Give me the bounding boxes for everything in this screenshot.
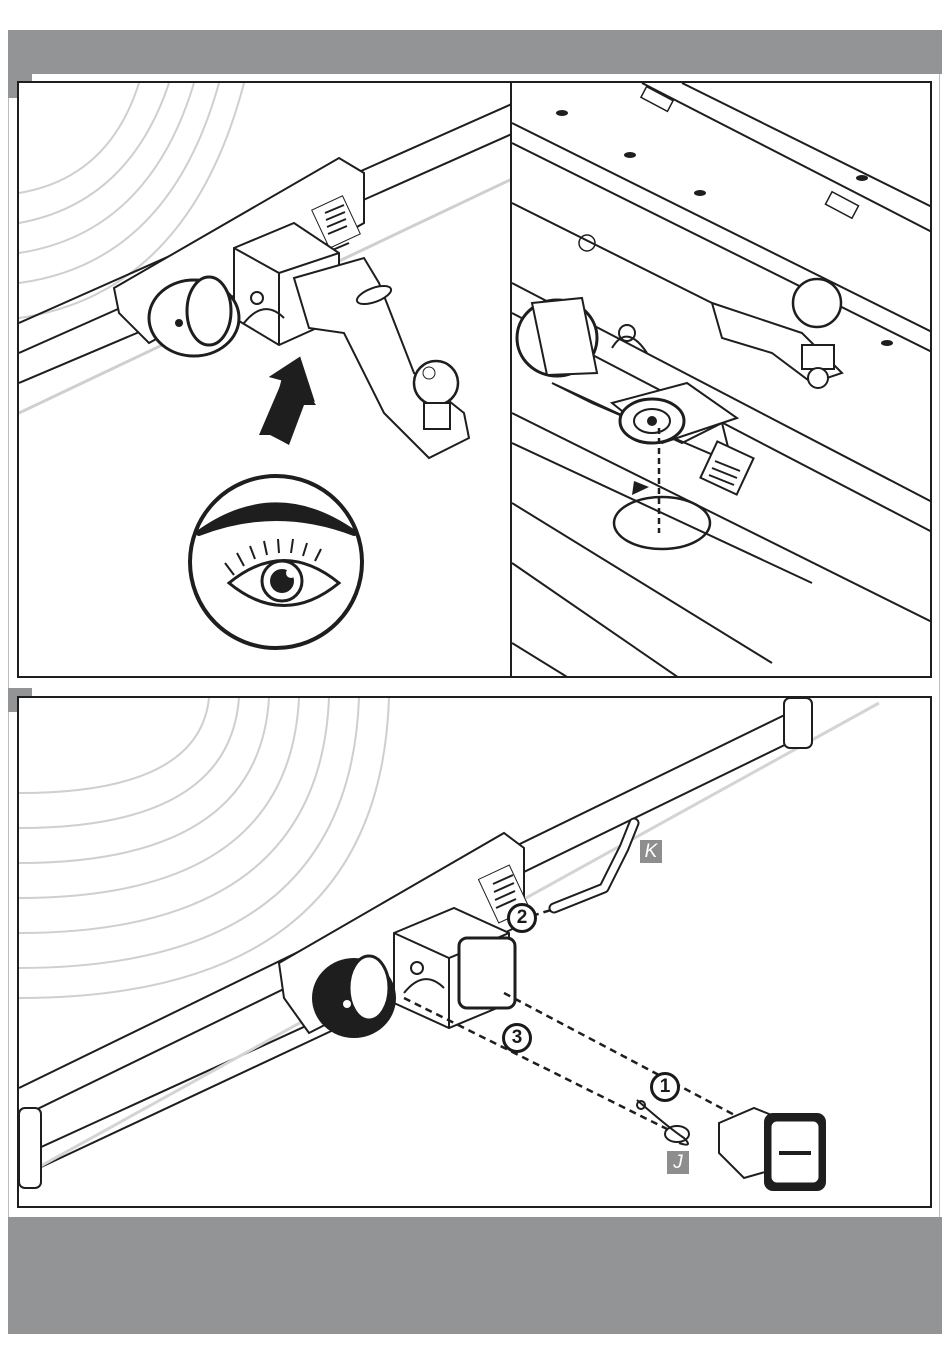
towbar-mount-illustration [19, 83, 512, 678]
beam-end-cap [784, 698, 812, 748]
part-label-k: K [640, 840, 662, 863]
left-beam-cap [19, 1108, 41, 1188]
cover-removal-illustration [19, 698, 932, 1208]
step-2-panel: 2 3 1 K J [17, 696, 932, 1208]
lock-pin-underside [612, 325, 647, 353]
towball-underside [712, 279, 842, 388]
vehicle-floor-structure [512, 83, 932, 678]
receiver-cover-installed [459, 938, 515, 1008]
inspect-eye-icon [190, 476, 362, 648]
sequence-number-3: 3 [502, 1023, 532, 1053]
sequence-number-2: 2 [507, 903, 537, 933]
socket-housing [517, 298, 597, 376]
part-label-j: J [667, 1151, 689, 1174]
part-j-clip [637, 1100, 689, 1145]
removed-receiver-cover [719, 1108, 826, 1191]
header-band [8, 30, 942, 74]
underside-view-illustration [512, 83, 932, 678]
rotate-arrow-icon [614, 481, 710, 549]
sequence-number-1: 1 [650, 1072, 680, 1102]
step-1-right-panel [510, 81, 932, 678]
footer-band [8, 1217, 942, 1334]
step-1-left-panel [17, 81, 512, 678]
